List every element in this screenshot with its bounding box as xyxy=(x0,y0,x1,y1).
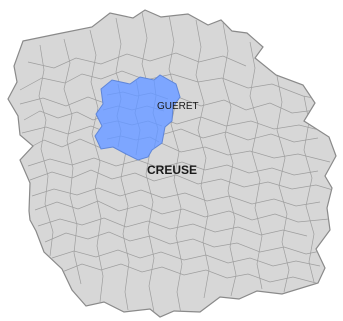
creuse-label: CREUSE xyxy=(147,163,197,177)
gueret-internal-boundaries xyxy=(102,78,169,156)
gueret-label: GUERET xyxy=(157,101,199,112)
gueret-area-highlight xyxy=(94,74,181,161)
